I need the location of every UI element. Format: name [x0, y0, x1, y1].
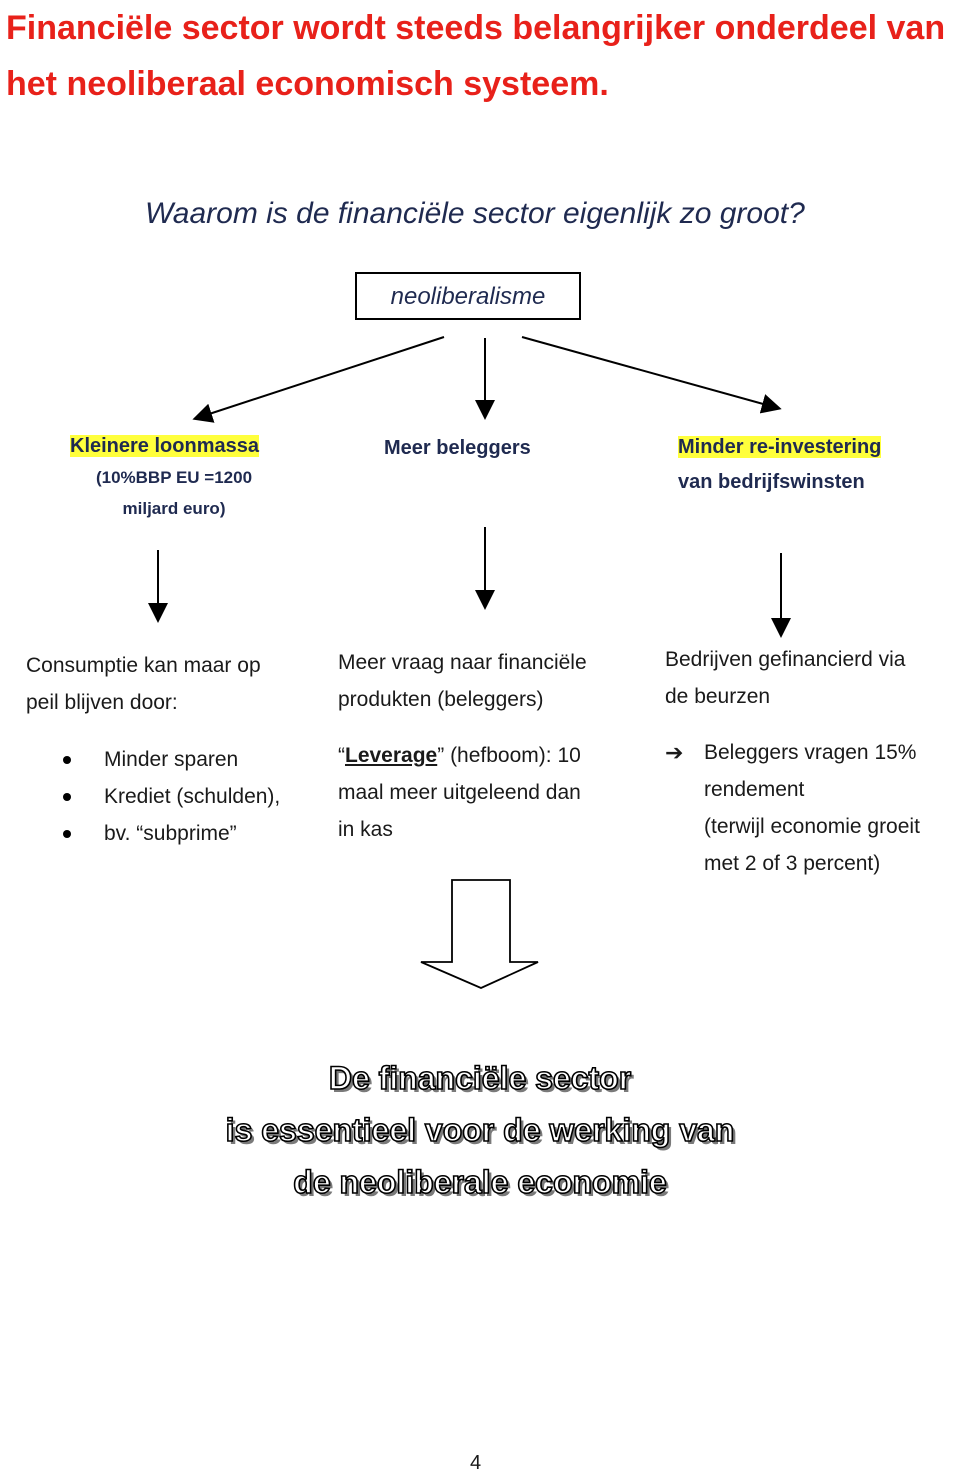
arrow-root-to-left — [192, 336, 445, 423]
arrow-text-line-3: (terwijl economie groeit — [704, 815, 920, 838]
column-center-line-2: produkten (beleggers) — [338, 688, 544, 711]
column-center: Meer vraag naar financiële produkten (be… — [338, 644, 587, 718]
arrow-text-line-2: rendement — [704, 778, 805, 801]
list-item-continuation: bv. “subprime” — [26, 815, 326, 852]
column-right-arrow-text: Beleggers vragen 15% rendement (terwijl … — [704, 734, 960, 882]
branch-left-heading: Kleinere loonmassa — [70, 435, 259, 457]
conclusion-line-1: De financiële sector — [328, 1059, 632, 1097]
column-left-line-1: Consumptie kan maar op — [26, 654, 261, 677]
page-title: Financiële sector wordt steeds belangrij… — [6, 9, 946, 103]
big-down-arrow-icon — [420, 879, 539, 989]
arrow-text-line-4: met 2 of 3 percent) — [704, 852, 881, 875]
column-center-line-1: Meer vraag naar financiële — [338, 651, 587, 674]
column-right: Bedrijven gefinancierd via de beurzen — [665, 641, 905, 715]
list-item: Krediet (schulden), — [26, 778, 326, 815]
column-left-line-2: peil blijven door: — [26, 691, 178, 714]
column-right-line-1: Bedrijven gefinancierd via — [665, 648, 906, 671]
list-item: Minder sparen — [26, 741, 326, 778]
arrow-root-to-right — [521, 336, 782, 414]
arrow-bullet-icon: ➔ — [665, 740, 684, 765]
column-left: Consumptie kan maar op peil blijven door… — [26, 647, 261, 721]
leverage-line: “Leverage” (hefboom): 10 — [338, 744, 581, 767]
branch-left-sub-2: miljard euro) — [122, 499, 226, 518]
column-center-leverage: “Leverage” (hefboom): 10 maal meer uitge… — [338, 737, 581, 848]
column-right-line-2: de beurzen — [665, 685, 771, 708]
root-node-neoliberalisme: neoliberalisme — [355, 272, 581, 320]
branch-right-heading-rest: van bedrijfswinsten — [678, 471, 865, 493]
branch-left-sub-1: (10%BBP EU =1200 — [95, 468, 253, 487]
page-number: 4 — [470, 1452, 482, 1474]
leverage-term: Leverage — [345, 744, 438, 767]
conclusion-line-2: is essentieel voor de werking van — [225, 1111, 735, 1149]
conclusion-line-3: de neoliberale economie — [292, 1163, 667, 1201]
arrow-text-line-1: Beleggers vragen 15% — [704, 741, 917, 764]
question-subtitle: Waarom is de financiële sector eigenlijk… — [145, 197, 805, 230]
branch-center-heading: Meer beleggers — [384, 437, 531, 459]
column-left-bullets: Minder sparen Krediet (schulden), bv. “s… — [26, 741, 326, 852]
leverage-line-2: maal meer uitgeleend dan — [338, 781, 581, 804]
leverage-line-3: in kas — [338, 818, 393, 841]
branch-right-heading: Minder re-investering — [678, 436, 882, 458]
